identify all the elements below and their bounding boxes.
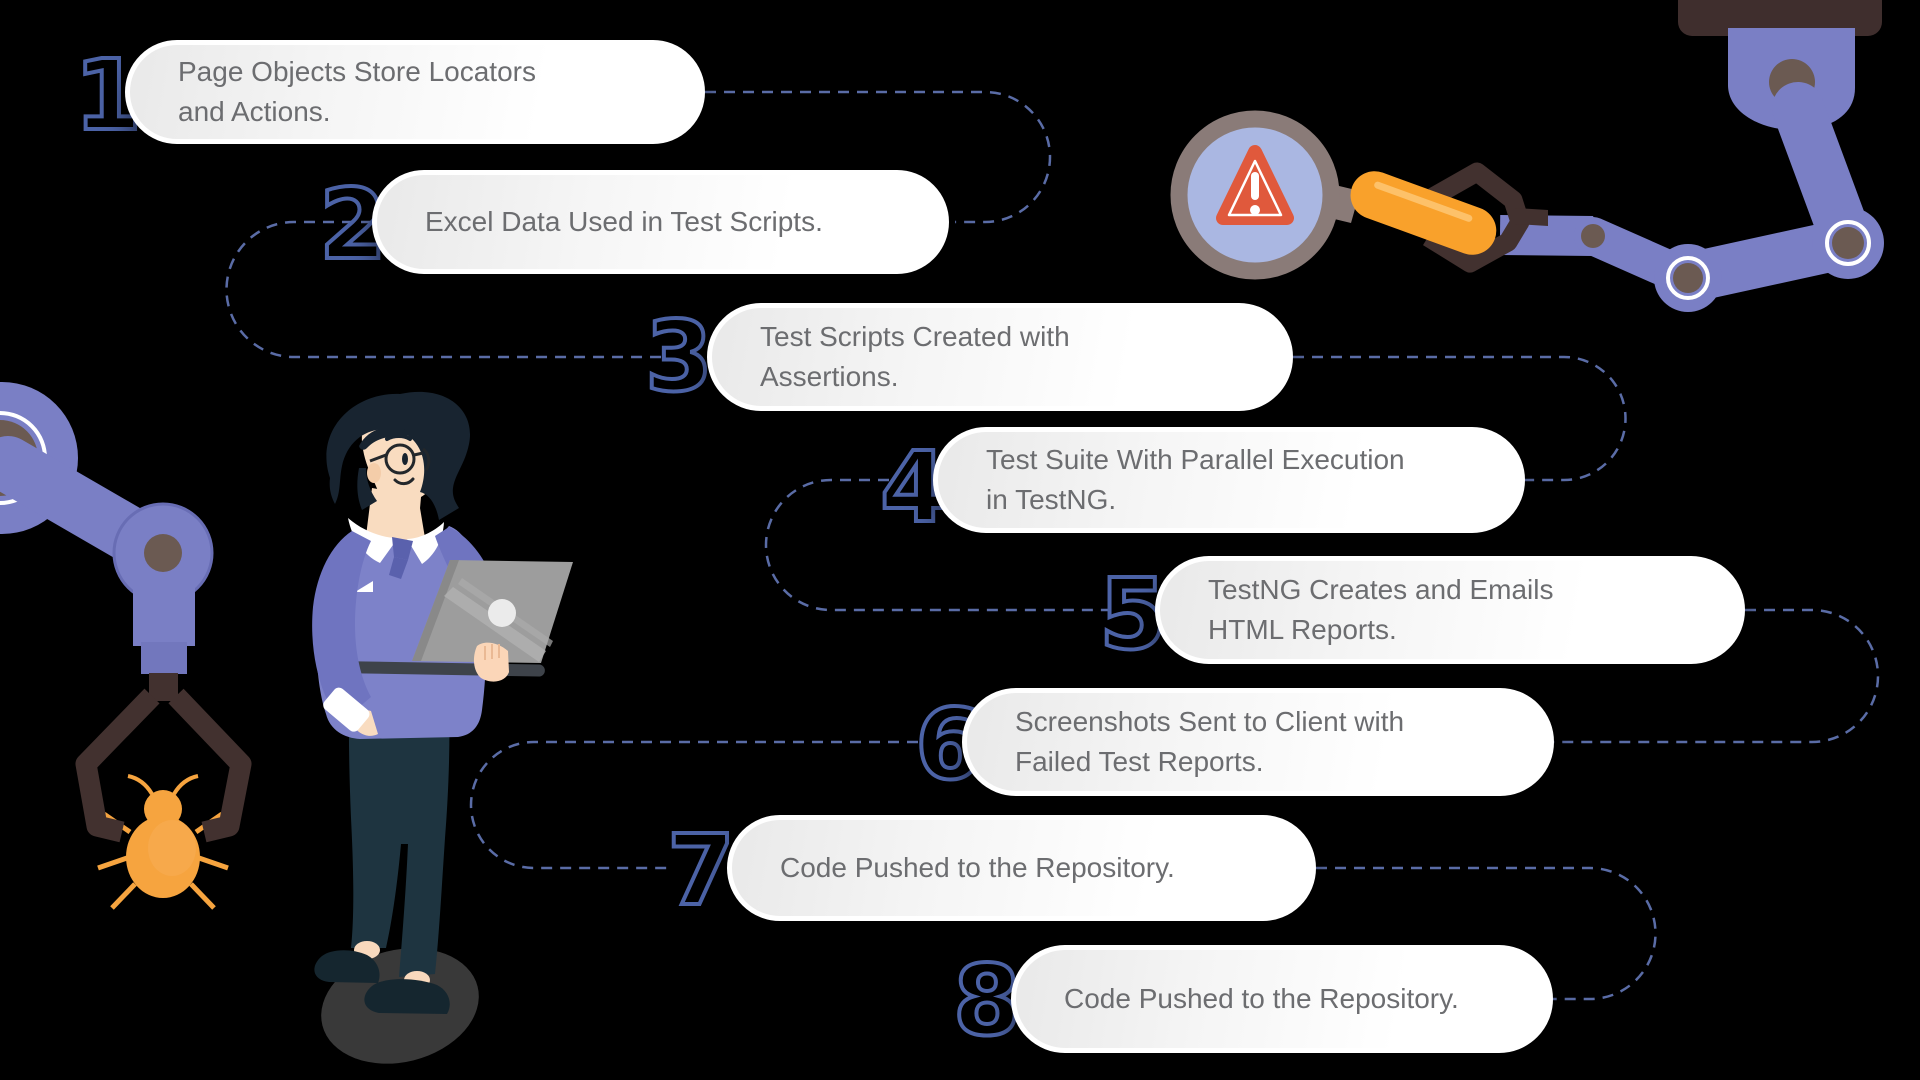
step-pill-2: Excel Data Used in Test Scripts.	[372, 170, 949, 274]
connector-6-7	[469, 740, 918, 870]
step-number-3: 3	[643, 298, 715, 415]
gripper-claw-icon	[1422, 162, 1548, 273]
step-6-text-line1: Screenshots Sent to Client with	[1015, 706, 1405, 737]
step-5-text-line1: TestNG Creates and Emails	[1208, 574, 1554, 605]
step-7-text-line1: Code Pushed to the Repository.	[780, 852, 1175, 883]
step-4-text-line2: in TestNG.	[986, 484, 1117, 515]
step-pill-6: Screenshots Sent to Client with Failed T…	[962, 688, 1554, 796]
hair	[326, 391, 471, 520]
step-6-text-line2: Failed Test Reports.	[1015, 746, 1264, 777]
connector-1-2	[705, 90, 1052, 224]
shoe	[364, 979, 450, 1014]
smile	[393, 477, 415, 486]
sleeve	[312, 531, 371, 720]
step-3-text-line2: Assertions.	[760, 361, 899, 392]
connector-5-6	[1554, 608, 1880, 744]
step-number-7: 7	[665, 812, 737, 929]
hand	[473, 642, 509, 682]
shoe	[314, 950, 380, 983]
chest-logo-icon	[355, 581, 373, 592]
pants	[348, 674, 450, 977]
step-1-text-line1: Page Objects Store Locators	[178, 56, 536, 87]
step-pill-4: Test Suite With Parallel Execution in Te…	[933, 427, 1525, 533]
gripper-claw-icon	[75, 688, 252, 843]
step-number-8: 8	[951, 942, 1023, 1059]
warning-triangle-icon	[1216, 145, 1294, 225]
robot-arm-right-icon	[1499, 0, 1884, 312]
glasses-icon	[369, 443, 431, 475]
step-8-text-line1: Code Pushed to the Repository.	[1064, 983, 1459, 1014]
robot-arm-left-icon	[0, 382, 252, 910]
qa-engineer-figure	[312, 391, 573, 1064]
cuff	[323, 687, 370, 732]
connector-4-5	[764, 478, 1110, 612]
step-pill-3: Test Scripts Created with Assertions.	[707, 303, 1293, 411]
step-4-text-line1: Test Suite With Parallel Execution	[986, 444, 1405, 475]
connector-3-4	[1293, 355, 1627, 482]
step-2-text-line1: Excel Data Used in Test Scripts.	[425, 206, 823, 237]
step-pill-8: Code Pushed to the Repository.	[1011, 945, 1553, 1053]
step-1-text-line2: and Actions.	[178, 96, 331, 127]
step-3-text-line1: Test Scripts Created with	[760, 321, 1070, 352]
bug-icon	[97, 774, 229, 910]
step-5-text-line2: HTML Reports.	[1208, 614, 1397, 645]
step-pill-7: Code Pushed to the Repository.	[727, 815, 1316, 921]
magnifier-handle	[1350, 171, 1497, 255]
tie	[392, 537, 413, 560]
magnifying-glass-icon	[1170, 110, 1548, 280]
step-pill-5: TestNG Creates and Emails HTML Reports.	[1155, 556, 1745, 664]
step-pill-1: Page Objects Store Locators and Actions.	[125, 40, 705, 144]
